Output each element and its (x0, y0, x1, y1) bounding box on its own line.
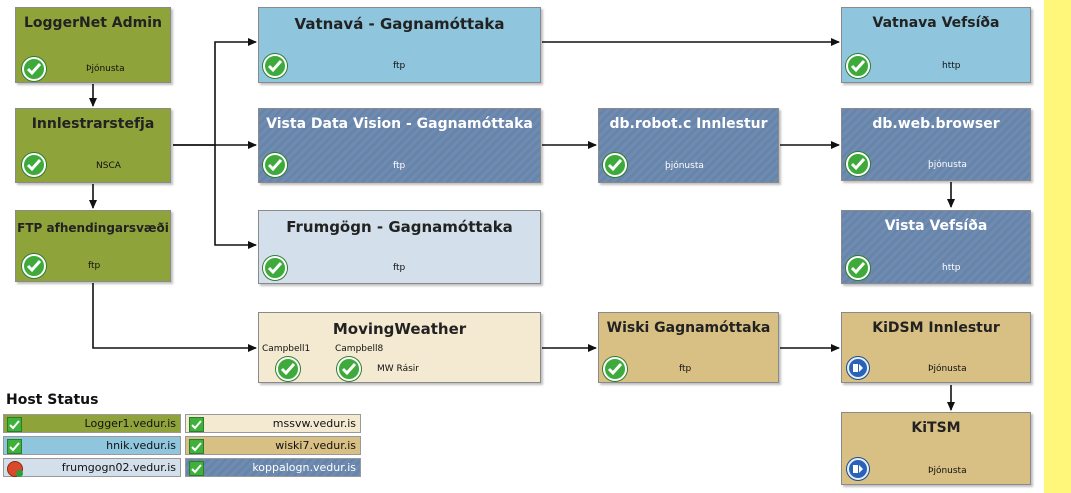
node-subtitle: http (942, 61, 961, 71)
node-db-web-browser[interactable]: db.web.browser þjónusta (841, 108, 1031, 181)
node-subtitle: ftp (393, 61, 406, 71)
node-subtitle: ftp (393, 161, 406, 171)
node-subtitle: Þjónusta (928, 364, 967, 374)
ok-check-icon (7, 417, 22, 432)
node-title: Vatnavá - Gagnamóttaka (294, 15, 505, 33)
link-ftp-movingweather (92, 283, 257, 352)
node-ftp-afhendingarsvaedi[interactable]: FTP afhendingarsvæði ftp (15, 210, 171, 282)
error-status-icon (7, 461, 23, 477)
legend-host-row[interactable]: mssvw.vedur.is (185, 414, 361, 433)
node-subtitle-mw-rasir: MW Rásir (377, 364, 419, 374)
link-innlestrar-vatnava (173, 38, 257, 146)
info-status-icon (847, 357, 869, 379)
ok-status-icon (263, 256, 287, 280)
node-title: Wiski Gagnamóttaka (606, 320, 771, 336)
node-title: db.robot.c Innlestur (609, 116, 768, 132)
legend-title: Host Status (6, 392, 99, 408)
node-vatnava-gagnamottaka[interactable]: Vatnavá - Gagnamóttaka ftp (258, 7, 541, 83)
ok-status-icon (263, 54, 287, 78)
node-subtitle: ftp (393, 263, 406, 273)
node-title: LoggerNet Admin (24, 15, 162, 31)
ok-check-icon (7, 439, 22, 454)
ok-status-icon (22, 153, 46, 177)
node-kitsm[interactable]: KiTSM Þjónusta (841, 412, 1031, 485)
info-status-icon (847, 458, 869, 480)
node-subtitle: Þjónusta (86, 64, 125, 74)
legend-host-name: mssvw.vedur.is (272, 417, 356, 430)
node-kidsm-innlestur[interactable]: KiDSM Innlestur Þjónusta (841, 312, 1031, 383)
ok-status-icon (263, 153, 287, 177)
legend-host-row[interactable]: koppalogn.vedur.is (185, 458, 361, 477)
node-title: db.web.browser (872, 116, 1000, 132)
node-title: Innlestrarstefja (31, 116, 155, 132)
node-dbrobot-innlestur[interactable]: db.robot.c Innlestur þjónusta (598, 108, 779, 183)
legend-host-name: koppalogn.vedur.is (252, 461, 356, 474)
node-title: MovingWeather (332, 320, 467, 338)
legend-host-row[interactable]: hnik.vedur.is (3, 436, 181, 455)
node-subtitle: þjónusta (928, 160, 967, 170)
ok-status-icon (22, 254, 46, 278)
legend-host-row[interactable]: frumgogn02.vedur.is (3, 458, 181, 477)
node-title: KiDSM Innlestur (872, 320, 1000, 336)
legend-host-row[interactable]: wiski7.vedur.is (185, 436, 361, 455)
ok-check-icon (189, 439, 204, 454)
node-vista-data-vision-gagnamottaka[interactable]: Vista Data Vision - Gagnamóttaka ftp (258, 108, 541, 183)
node-vista-vefsida[interactable]: Vista Vefsíða http (841, 210, 1031, 284)
node-innlestrarstefja[interactable]: Innlestrarstefja NSCA (15, 108, 171, 183)
node-subtitle: ftp (679, 364, 692, 374)
ok-status-icon (846, 152, 870, 176)
ok-status-icon (22, 57, 46, 81)
ok-status-icon (337, 357, 361, 381)
node-vatnava-vefsida[interactable]: Vatnava Vefsíða http (841, 7, 1031, 83)
node-wiski-gagnamottaka[interactable]: Wiski Gagnamóttaka ftp (598, 312, 779, 383)
ok-status-icon (846, 54, 870, 78)
legend-host-name: hnik.vedur.is (106, 439, 176, 452)
ok-status-icon (603, 153, 627, 177)
node-title: Frumgögn - Gagnamóttaka (286, 218, 513, 236)
node-subtitle-campbell8: Campbell8 (335, 344, 384, 354)
ok-check-icon (189, 461, 204, 476)
node-title: Vista Data Vision - Gagnamóttaka (266, 116, 533, 132)
legend-host-name: wiski7.vedur.is (275, 439, 356, 452)
node-subtitle: NSCA (96, 161, 121, 171)
node-subtitle: þjónusta (665, 161, 704, 171)
ok-status-icon (846, 256, 870, 280)
node-subtitle: ftp (88, 261, 101, 271)
node-loggernet-admin[interactable]: LoggerNet Admin Þjónusta (15, 7, 171, 83)
legend-host-name: Logger1.vedur.is (84, 417, 176, 430)
node-title: Vista Vefsíða (884, 218, 988, 234)
legend-host-name: frumgogn02.vedur.is (61, 461, 176, 474)
node-title: KiTSM (911, 420, 961, 436)
node-movingweather[interactable]: MovingWeather Campbell1 Campbell8 MW Rás… (258, 312, 541, 383)
node-subtitle-campbell1: Campbell1 (262, 344, 311, 354)
node-subtitle: Þjónusta (928, 466, 967, 476)
node-subtitle: http (942, 263, 961, 273)
node-frumgogn-gagnamottaka[interactable]: Frumgögn - Gagnamóttaka ftp (258, 210, 541, 284)
node-title: FTP afhendingarsvæði (17, 221, 169, 235)
link-innlestrar-frumgogn (214, 145, 257, 249)
side-bar (1044, 0, 1071, 493)
ok-check-icon (189, 417, 204, 432)
ok-status-icon (276, 357, 300, 381)
ok-status-icon (603, 357, 627, 381)
node-title: Vatnava Vefsíða (872, 15, 1000, 31)
legend-host-row[interactable]: Logger1.vedur.is (3, 414, 181, 433)
